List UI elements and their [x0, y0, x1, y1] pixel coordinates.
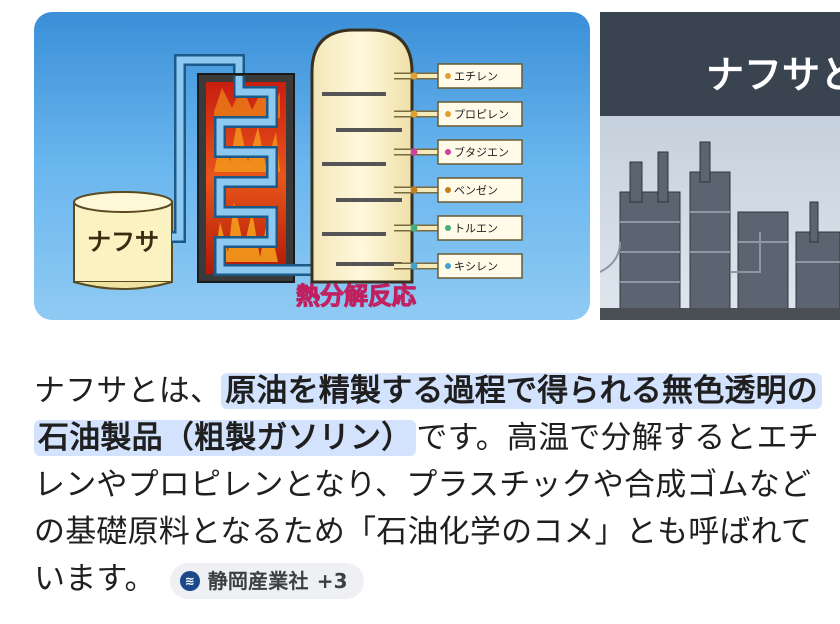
product-marker — [410, 186, 418, 194]
product-label-box — [437, 253, 523, 279]
cracking-furnace — [197, 73, 324, 283]
product-label: プロピレン — [454, 108, 509, 121]
product-label-box — [437, 101, 523, 127]
product-row: キシレン — [394, 253, 523, 279]
source-name: 静岡産業社 — [207, 569, 309, 593]
product-label: エチレン — [454, 70, 498, 83]
product-marker — [410, 148, 418, 156]
product-label: トルエン — [454, 222, 498, 235]
product-label-box — [437, 215, 523, 241]
reaction-label: 熱分解反応 — [296, 282, 416, 310]
product-marker — [410, 110, 418, 118]
product-row: トルエン — [394, 215, 523, 241]
product-marker — [410, 72, 418, 80]
naphtha-tank-label: ナフサ — [87, 228, 159, 256]
product-row: プロピレン — [394, 101, 523, 127]
refinery-photo-image[interactable]: ナフサと — [600, 12, 840, 320]
naphtha-tank: ナフサ — [73, 191, 173, 290]
product-label-box — [437, 139, 523, 165]
answer-intro: ナフサとは、 — [34, 373, 222, 409]
product-label-box — [437, 177, 523, 203]
product-label-box — [437, 63, 523, 89]
product-label: ベンゼン — [454, 184, 498, 197]
distillation-tower — [310, 28, 414, 284]
answer-rest: です。高温で分解するとエチレンやプロピレンとなり、プラスチックや合成ゴムなどの基… — [34, 420, 819, 597]
product-marker — [410, 262, 418, 270]
product-row: ブタジエン — [394, 139, 523, 165]
product-label: キシレン — [454, 260, 498, 273]
source-chip[interactable]: ≋ 静岡産業社 +3 — [169, 563, 364, 599]
refinery-photo-title: ナフサと — [706, 53, 840, 97]
source-more-count: +3 — [316, 569, 348, 593]
naphtha-cracking-diagram-image[interactable]: ナフサ 熱分解反応 — [34, 12, 590, 320]
product-marker — [410, 224, 418, 232]
image-carousel: ナフサ 熱分解反応 — [34, 12, 840, 320]
ai-answer-text: ナフサとは、原油を精製する過程で得られる無色透明の石油製品（粗製ガソリン）です。… — [34, 368, 824, 603]
refinery-photo: ナフサと — [600, 12, 840, 320]
product-row: エチレン — [394, 63, 523, 89]
diagram-illustration: ナフサ 熱分解反応 — [34, 12, 590, 320]
source-logo-icon: ≋ — [179, 571, 200, 591]
product-row: ベンゼン — [394, 177, 523, 203]
product-label: ブタジエン — [454, 145, 509, 159]
